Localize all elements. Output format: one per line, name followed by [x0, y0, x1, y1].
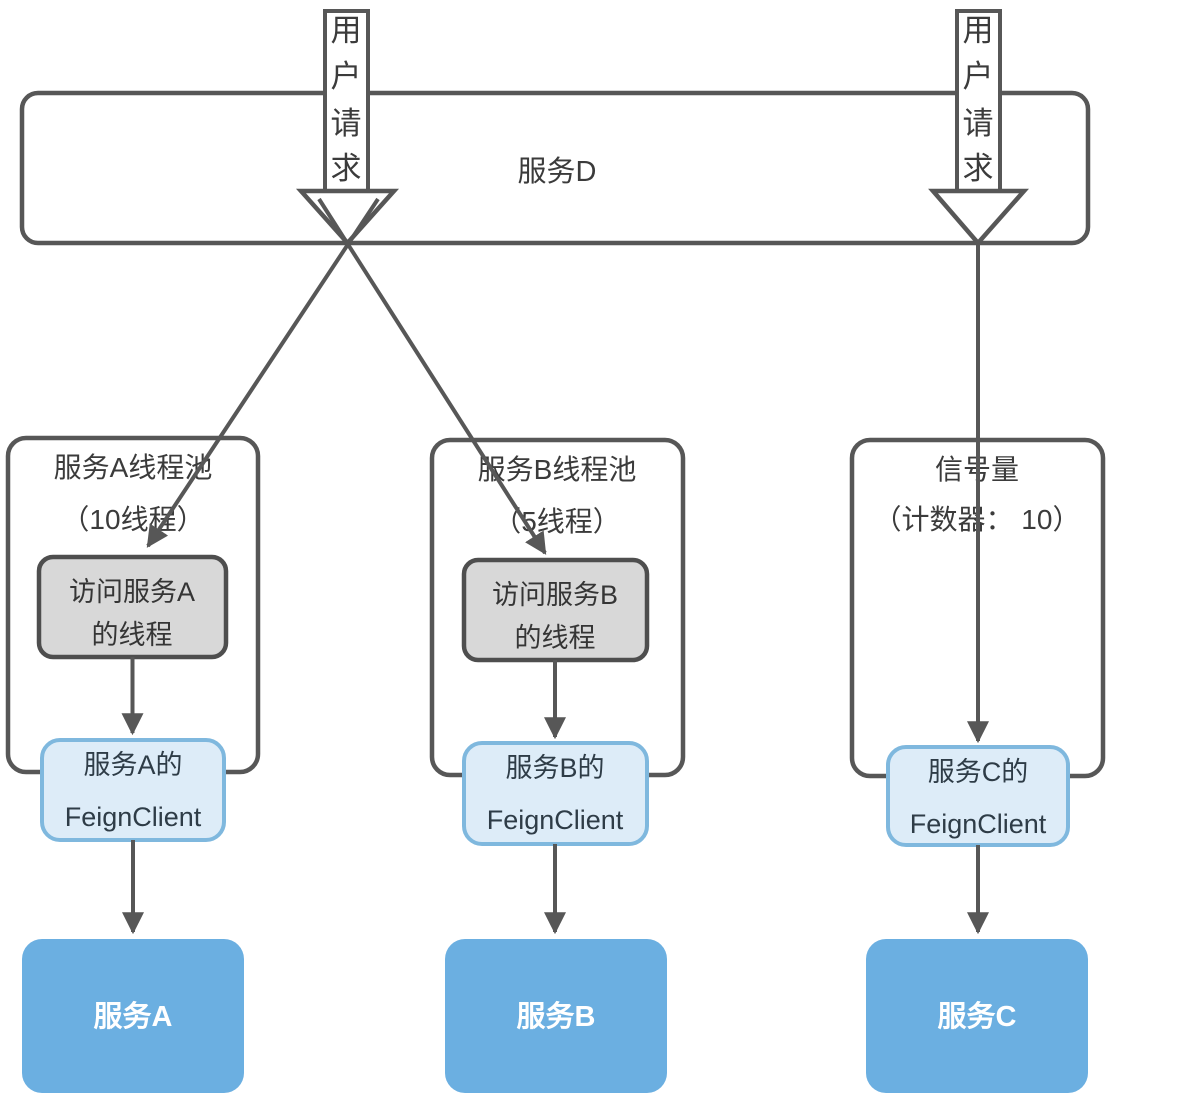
feign-client-a-line2: FeignClient — [65, 802, 202, 832]
arrow-service-d-to-thread-b — [317, 197, 547, 555]
user-request-right-char-4: 求 — [963, 151, 994, 186]
service-a-box — [22, 939, 244, 1093]
arrow-service-d-to-thread-a — [146, 197, 380, 548]
user-request-left-char-3: 请 — [331, 106, 362, 141]
service-b-box — [445, 939, 667, 1093]
user-request-right-shaft — [955, 9, 1002, 191]
thread-box-b-line1: 访问服务B — [492, 580, 618, 610]
thread-box-b-line2: 的线程 — [515, 623, 596, 653]
service-c-box — [866, 939, 1088, 1093]
feign-client-c-line1: 服务C的 — [928, 757, 1029, 787]
thread-box-a-line1: 访问服务A — [69, 577, 195, 607]
service-a-label: 服务A — [94, 1000, 173, 1033]
user-request-right-char-2: 户 — [963, 59, 994, 94]
user-request-left-char-4: 求 — [331, 151, 362, 186]
thread-pool-a-subtitle: （10线程） — [61, 504, 204, 535]
service-c-label: 服务C — [938, 1000, 1017, 1033]
feign-client-b-line2: FeignClient — [487, 805, 624, 835]
feign-client-a-line1: 服务A的 — [83, 750, 182, 780]
user-request-right-char-1: 用 — [963, 13, 994, 48]
user-request-left-char-1: 用 — [331, 13, 362, 48]
feign-client-c-line2: FeignClient — [910, 809, 1047, 839]
user-request-left-shaft — [323, 9, 370, 191]
feign-client-b-line1: 服务B的 — [505, 753, 604, 783]
thread-pool-b-subtitle: （5线程） — [493, 506, 621, 537]
user-request-right-arrowhead-icon — [928, 188, 1029, 247]
thread-pool-b-title: 服务B线程池 — [478, 454, 637, 485]
service-b-label: 服务B — [517, 1000, 596, 1033]
thread-pool-a-title: 服务A线程池 — [54, 452, 213, 483]
user-request-right-char-3: 请 — [963, 106, 994, 141]
service-d-box — [19, 90, 1091, 246]
thread-box-a-line2: 的线程 — [92, 620, 173, 650]
service-d-label: 服务D — [518, 155, 597, 188]
user-request-left-char-2: 户 — [331, 59, 362, 94]
